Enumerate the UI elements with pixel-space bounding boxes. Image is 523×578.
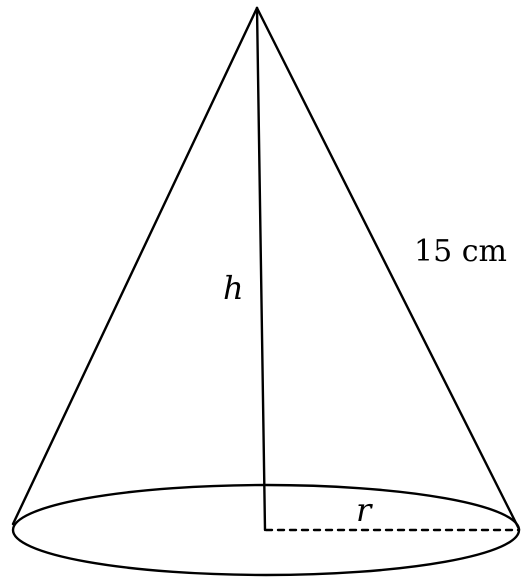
height-label: h (223, 269, 244, 307)
cone-right-edge (255, 6, 521, 531)
slant-height-label: 15 cm (414, 234, 507, 269)
cone-left-edge (11, 6, 259, 526)
radius-label: r (356, 491, 373, 529)
cone-height-line (255, 6, 267, 532)
